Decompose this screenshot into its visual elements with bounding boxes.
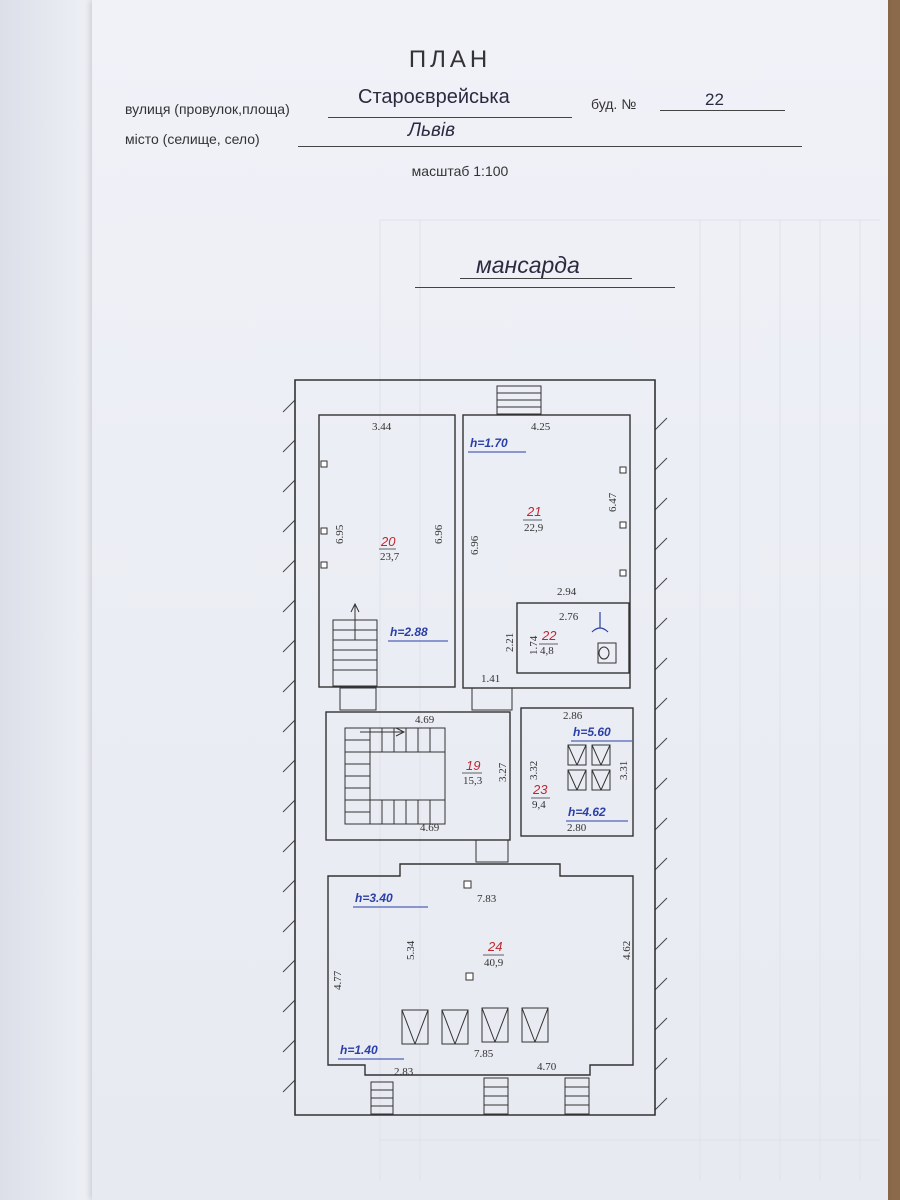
room-20-number: 20 — [380, 534, 396, 549]
room-20-windows — [320, 460, 328, 569]
room-24-area: 40,9 — [484, 957, 504, 969]
building-value: 22 — [705, 90, 724, 109]
room-23-number: 23 — [532, 782, 548, 797]
dim-r23-bottom: 2.80 — [567, 822, 587, 834]
room-21-windows — [619, 466, 627, 577]
room-24-columns — [463, 880, 474, 981]
room-24-skylights — [401, 1007, 549, 1045]
lower-connector — [475, 839, 509, 863]
underlying-page — [0, 0, 93, 1200]
room-23-area: 9,4 — [532, 799, 546, 811]
dim-r24-right: 4.62 — [621, 941, 633, 960]
outer-wall — [294, 379, 656, 1116]
height-r23-bottom: h=4.62 — [568, 805, 606, 819]
street-value: Староєврейська — [358, 86, 510, 108]
toilet-icon — [597, 642, 617, 664]
dim-r24-inner: 5.34 — [405, 940, 417, 960]
dim-r21-left: 6.96 — [469, 535, 481, 555]
room-20-area: 23,7 — [380, 551, 400, 563]
room-21-number: 21 — [526, 504, 541, 519]
dim-r24-bottom: 7.85 — [474, 1048, 494, 1060]
dim-r20-top: 3.44 — [372, 421, 392, 433]
dim-r19-top: 4.69 — [415, 714, 435, 726]
room-22-number: 22 — [541, 628, 557, 643]
room-22 — [516, 602, 630, 674]
room-labels: 20 23,7 21 22,9 22 4,8 19 15,3 23 9,4 24… — [379, 504, 558, 969]
dim-r23-right: 3.31 — [618, 761, 630, 780]
shower-icon — [591, 612, 609, 633]
dim-r21-top: 4.25 — [531, 421, 551, 433]
dim-r20-left: 6.95 — [334, 524, 346, 544]
height-r24-bottom: h=1.40 — [340, 1043, 378, 1057]
floor-underline-2 — [415, 287, 675, 288]
dim-r21-right: 6.47 — [607, 492, 619, 512]
room-19-number: 19 — [466, 758, 480, 773]
height-r23-top: h=5.60 — [573, 725, 611, 739]
dim-corridor: 1.41 — [481, 673, 500, 685]
floor-underline-1 — [460, 278, 632, 279]
stair-link — [339, 687, 377, 711]
room-24 — [327, 863, 634, 1076]
height-r20: h=2.88 — [390, 625, 428, 639]
height-labels: h=1.70 h=2.88 h=5.60 h=4.62 h=3.40 h=1.4… — [338, 436, 632, 1060]
floor-name: мансарда — [476, 252, 580, 278]
height-r21: h=1.70 — [470, 436, 508, 450]
plan-title: ПЛАН — [408, 46, 492, 73]
dim-r22-top: 2.76 — [559, 611, 579, 623]
dim-r23-top: 2.86 — [563, 710, 583, 722]
street-underline — [328, 117, 572, 118]
dim-r24-top: 7.83 — [477, 893, 497, 905]
city-value: Львів — [408, 120, 456, 141]
room-23 — [520, 707, 634, 837]
room-21-area: 22,9 — [524, 522, 544, 534]
building-label: буд. № — [591, 96, 637, 112]
dim-r21-bottom: 2.94 — [557, 586, 577, 598]
room-19 — [325, 711, 511, 841]
bottom-stairs — [370, 1077, 590, 1115]
scale-label: масштаб 1:100 — [411, 163, 509, 179]
room-20 — [318, 414, 456, 688]
outer-wall-hatches — [282, 399, 668, 1111]
room-22-area: 4,8 — [540, 645, 554, 657]
dim-r22-left-b: 1.74 — [528, 635, 540, 655]
dim-r19-right: 3.27 — [497, 762, 509, 782]
room-21 — [462, 414, 631, 689]
document-page — [92, 0, 888, 1200]
dim-r23-left: 3.32 — [528, 761, 540, 780]
height-r24-top: h=3.40 — [355, 891, 393, 905]
street-label: вулиця (провулок,площа) — [125, 101, 290, 117]
building-underline — [660, 110, 785, 111]
room-24-number: 24 — [487, 939, 502, 954]
dim-r24-bottom-right: 4.70 — [537, 1061, 557, 1073]
room-20-stairs — [332, 602, 378, 687]
dim-r19-bottom: 4.69 — [420, 822, 440, 834]
dimension-labels: 3.44 6.95 6.96 4.25 6.96 6.47 2.94 2.76 … — [332, 421, 633, 1078]
room-19-area: 15,3 — [463, 775, 483, 787]
dim-r24-bottom-left: 2.83 — [394, 1066, 414, 1078]
room-23-skylights — [567, 744, 611, 791]
dim-r24-left: 4.77 — [332, 970, 344, 990]
room-19-stairs — [344, 727, 446, 825]
city-label: місто (селище, село) — [125, 131, 260, 147]
top-stairs — [496, 385, 542, 415]
city-underline — [298, 146, 802, 147]
dim-r22-left-a: 2.21 — [504, 633, 516, 652]
dim-r20-right: 6.96 — [433, 524, 445, 544]
corridor — [471, 687, 513, 711]
